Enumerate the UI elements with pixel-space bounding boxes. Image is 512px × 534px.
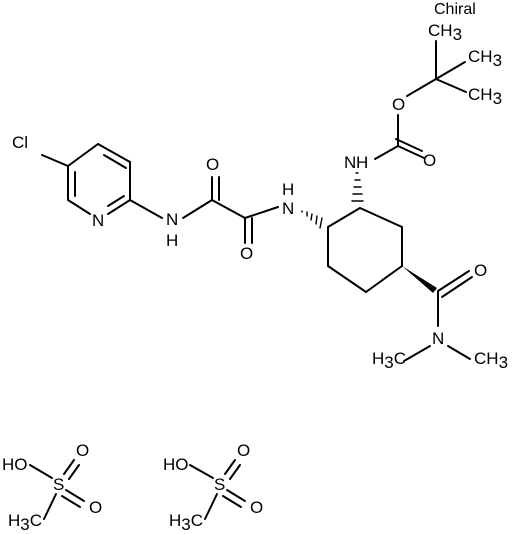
amide-hydrogen-label: H bbox=[166, 231, 178, 250]
hashed-wedge-bond-2 bbox=[351, 172, 364, 202]
carbamate-carbonyl-oxygen-label: O bbox=[423, 151, 436, 170]
sulfonyl-oxygen-label: O bbox=[89, 498, 102, 517]
methyl-label: H3C bbox=[169, 511, 203, 534]
pyridine-nitrogen-label: N bbox=[92, 211, 104, 230]
solid-wedge-bond bbox=[402, 266, 437, 293]
pyridine-ring bbox=[41, 143, 131, 215]
dimethyl-carboxamide bbox=[403, 270, 473, 362]
cyclohexane-ring bbox=[327, 207, 403, 293]
carbamate-hydrogen-label: H bbox=[356, 153, 368, 172]
methanesulfonic-acid-2: HO S O O H3C bbox=[163, 441, 263, 534]
amide-nitrogen-label: N bbox=[282, 199, 294, 218]
sulfonyl-oxygen-label: O bbox=[250, 498, 263, 517]
amide-nitrogen-label: N bbox=[166, 210, 178, 229]
tert-butyl-methyl-label: CH3 bbox=[468, 85, 502, 108]
n-methyl-label: CH3 bbox=[474, 349, 508, 372]
sulfur-label: S bbox=[214, 475, 225, 494]
dimethylamide-nitrogen-label: N bbox=[432, 329, 444, 348]
tert-butyl-methyl-label: CH3 bbox=[428, 21, 462, 44]
chiral-label: Chiral bbox=[434, 1, 476, 18]
oxalyl-oxygen-label: O bbox=[206, 155, 219, 174]
carboxamide-oxygen-label: O bbox=[474, 261, 487, 280]
hydroxyl-label: HO bbox=[2, 455, 28, 474]
bond-ring-nh bbox=[129, 199, 163, 219]
chlorine-label: Cl bbox=[12, 133, 28, 152]
sulfonyl-oxygen-label: O bbox=[76, 441, 89, 460]
n-methyl-label: H3C bbox=[372, 349, 406, 372]
carbamate-nitrogen-label: N bbox=[344, 153, 356, 172]
methyl-label: H3C bbox=[8, 511, 42, 534]
tert-butyl-methyl-label: CH3 bbox=[468, 47, 502, 70]
hashed-wedge-bond-1 bbox=[301, 210, 323, 229]
sulfonyl-oxygen-label: O bbox=[237, 441, 250, 460]
hydroxyl-label: HO bbox=[163, 455, 189, 474]
oxalamide-linker bbox=[182, 176, 279, 244]
sulfur-label: S bbox=[53, 475, 64, 494]
methanesulfonic-acid-1: HO S O O H3C bbox=[2, 441, 102, 534]
amide-hydrogen-label: H bbox=[282, 180, 294, 199]
boc-carbamate bbox=[374, 40, 467, 160]
oxalyl-oxygen-label: O bbox=[240, 244, 253, 263]
carbamate-ester-oxygen-label: O bbox=[392, 95, 405, 114]
